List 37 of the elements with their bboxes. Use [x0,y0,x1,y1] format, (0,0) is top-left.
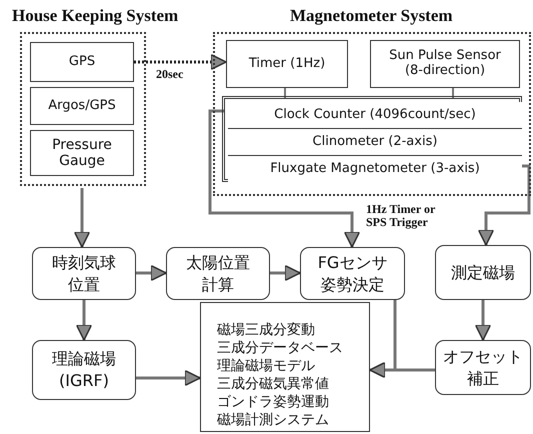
process-box: 太陽位置計算 [166,247,270,300]
arrow [474,300,492,341]
arrow [270,264,301,282]
list-item: 理論磁場モデル [217,357,316,375]
connector-line [284,88,286,99]
process-box: 時刻気球位置 [32,247,136,300]
arrow [134,54,227,70]
list-item: 三成分磁気異常値 [217,375,330,393]
table-row: Fluxgate Magnetometer (3-axis) [228,156,522,182]
arrow [74,188,90,248]
edge-label: 20sec [156,68,184,82]
list-item: 磁場三成分変動 [217,321,316,339]
process-box: 測定磁場 [435,245,531,300]
component-box: GPS [30,42,134,82]
process-box: オフセット補正 [435,340,531,395]
component-box: Pressure Gauge [30,130,134,176]
group-title: House Keeping System [12,6,178,26]
component-box: Timer (1Hz) [226,40,348,88]
arrow [136,370,201,386]
connector-line [452,88,454,99]
arrow [208,110,360,248]
component-box: Sun Pulse Sensor (8-direction) [370,40,520,88]
output-box [200,302,370,432]
table-row: Clock Counter (4096count/sec) [228,102,522,129]
arrow [369,362,435,378]
process-box: 理論磁場(IGRF) [32,340,136,400]
component-box: Argos/GPS [30,87,134,125]
process-box: FGセンサ姿勢決定 [300,247,405,300]
sensor-stack-box [222,96,522,182]
list-item: 三成分データベース [217,339,344,357]
arrow [76,300,92,341]
arrow [136,264,167,282]
arrow [478,164,530,246]
group-title: Magnetometer System [290,6,453,26]
table-row: Clinometer (2-axis) [228,129,522,156]
list-item: 磁場計測システム [217,411,330,429]
list-item: ゴンドラ姿勢運動 [217,393,330,411]
